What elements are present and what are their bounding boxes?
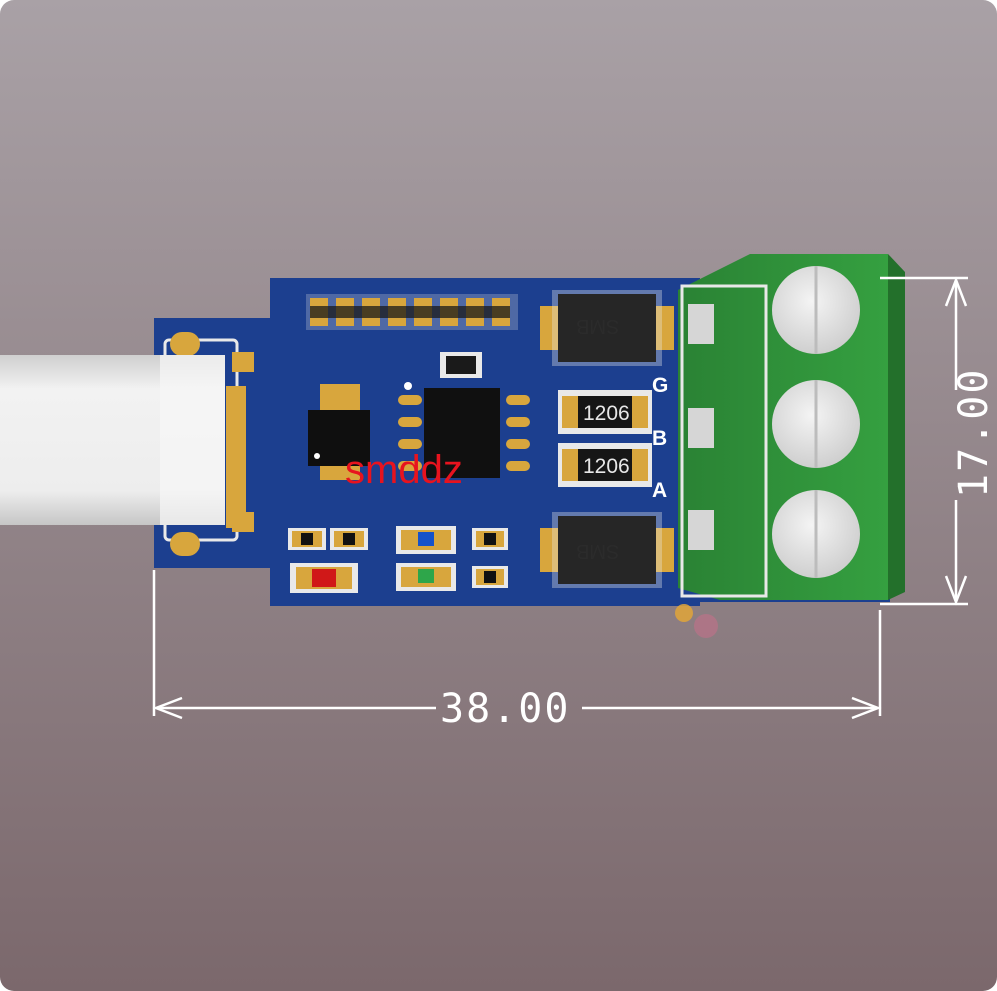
ic-left xyxy=(308,384,370,480)
width-dimension-label: 38.00 xyxy=(440,686,571,732)
smb-diode-bottom xyxy=(540,512,674,588)
dimension-height xyxy=(880,276,968,606)
pin-label-g: G xyxy=(652,374,669,397)
ic-main xyxy=(398,352,530,478)
pin-label-a: A xyxy=(652,479,668,502)
resistor-1206-top xyxy=(558,390,652,434)
usb-c-connector xyxy=(163,332,254,556)
resistor-row xyxy=(306,294,518,330)
smb-diode-top-label: SMB xyxy=(576,315,620,337)
pin-label-b: B xyxy=(652,427,668,450)
usb-cable xyxy=(0,355,225,525)
terminal-block xyxy=(678,254,905,600)
solder-blob xyxy=(675,604,693,622)
resistor-1206-bottom xyxy=(558,443,652,487)
dimension-width xyxy=(152,570,882,720)
resistor-1206-top-label: 1206 xyxy=(583,402,630,425)
bottom-components xyxy=(288,526,508,593)
smb-diode-bottom-label: SMB xyxy=(576,540,620,562)
height-dimension-label: 17.00 xyxy=(951,367,997,498)
watermark-text: smddz xyxy=(345,448,463,492)
resistor-1206-bottom-label: 1206 xyxy=(583,455,630,478)
smb-diode-top xyxy=(540,290,674,366)
